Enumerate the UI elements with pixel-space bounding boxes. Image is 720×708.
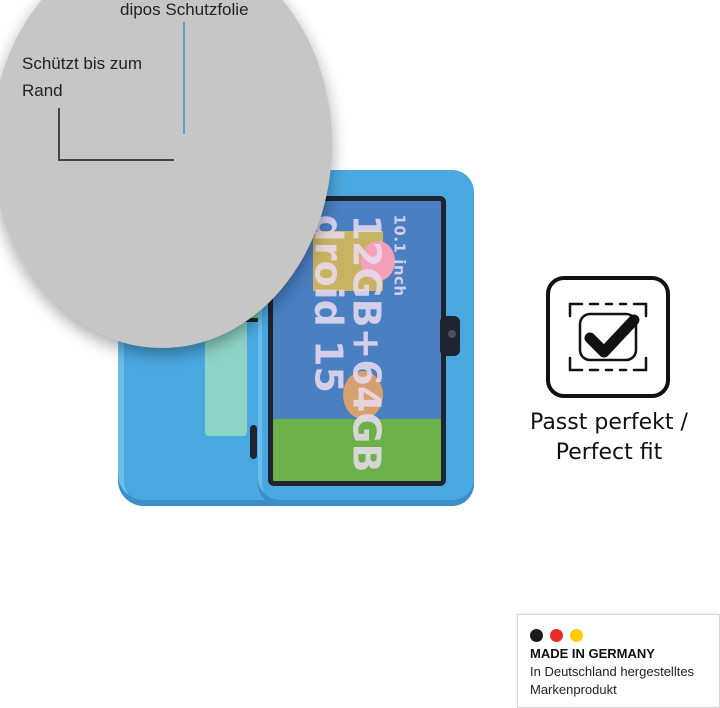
perfect-fit-check-icon bbox=[546, 276, 670, 398]
edge-pointer-line-vertical bbox=[58, 108, 60, 161]
memory-text: 12GB+64GB bbox=[344, 214, 389, 473]
tablet-handle-slot bbox=[250, 425, 257, 459]
made-in-germany-title: MADE IN GERMANY bbox=[530, 646, 655, 661]
magnifier-circle: dipos Schutzfolie Schützt bis zum Rand bbox=[0, 0, 332, 348]
perfect-fit-caption: Passt perfekt / Perfect fit bbox=[512, 408, 706, 468]
flag-dot-black bbox=[530, 629, 543, 642]
screen-spec-text: 10.1 inch 12GB+64GB droid 15 bbox=[306, 214, 409, 482]
camera-icon bbox=[448, 330, 456, 338]
perfect-fit-line2: Perfect fit bbox=[555, 440, 663, 465]
made-in-germany-subtitle: In Deutschland hergestelltes Markenprodu… bbox=[530, 664, 695, 697]
german-flag-dots-icon bbox=[530, 627, 585, 642]
film-pointer-line bbox=[183, 22, 185, 134]
screen-character bbox=[343, 371, 383, 419]
screen-grass-graphic bbox=[273, 419, 441, 481]
check-frame-icon bbox=[568, 302, 648, 372]
label-protection-film: dipos Schutzfolie bbox=[120, 0, 249, 19]
flag-dot-red bbox=[550, 629, 564, 642]
perfect-fit-line1: Passt perfekt / bbox=[530, 410, 688, 435]
screen-size-text: 10.1 inch bbox=[390, 214, 409, 297]
flag-dot-gold bbox=[570, 629, 584, 642]
made-in-germany-badge: MADE IN GERMANY In Deutschland hergestel… bbox=[517, 614, 720, 708]
edge-pointer-line-horizontal bbox=[58, 159, 174, 161]
label-edge-protection: Schützt bis zum Rand bbox=[22, 54, 142, 100]
os-text: droid 15 bbox=[306, 214, 351, 393]
screen-character bbox=[361, 241, 395, 281]
